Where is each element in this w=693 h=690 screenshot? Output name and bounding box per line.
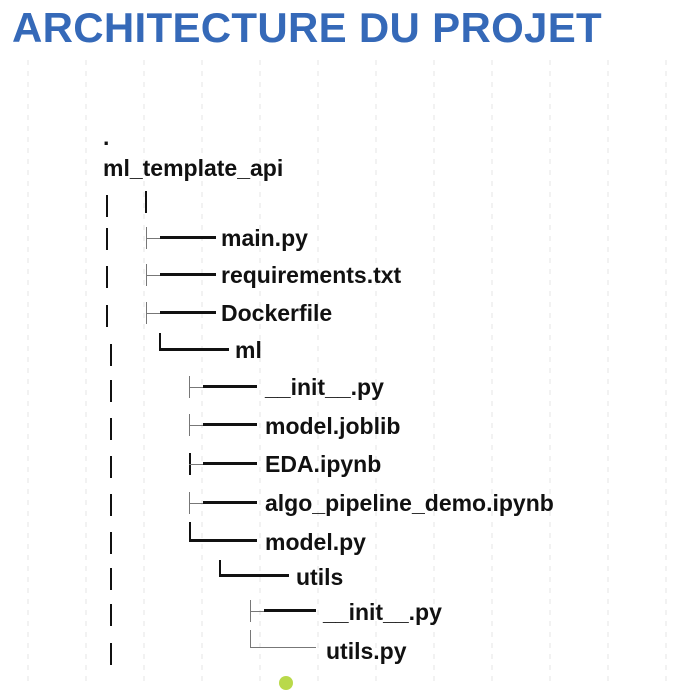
tree-pipe: [110, 494, 112, 516]
tree-branch-stub: [189, 464, 203, 465]
page-title: ARCHITECTURE DU PROJET: [12, 4, 602, 51]
tree-pipe: [106, 228, 108, 250]
tree-file-utils-init: __init__.py: [323, 599, 442, 625]
tree-branch-stub: [250, 611, 264, 612]
tree-branch-connector: [203, 501, 257, 504]
tree-branch-connector: [250, 647, 316, 648]
tree-root-folder: ml_template_api: [103, 155, 284, 181]
tree-branch-connector: [159, 348, 229, 351]
tree-file-requirements: requirements.txt: [221, 262, 402, 288]
tree-branch-connector: [160, 311, 216, 314]
tree-pipe: [110, 532, 112, 554]
tree-pipe: [106, 305, 108, 327]
tree-branch-connector: [264, 609, 316, 612]
tree-pipe: [110, 604, 112, 626]
tree-pipe: [145, 191, 147, 213]
tree-branch-stub: [189, 503, 203, 504]
tree-branch-connector: [160, 273, 216, 276]
tree-branch-vertical: [189, 522, 191, 541]
tree-folder-utils: utils: [296, 564, 344, 590]
tree-pipe: [110, 568, 112, 590]
tree-file-model-joblib: model.joblib: [265, 413, 401, 439]
tree-branch-stub: [146, 313, 160, 314]
tree-file-eda: EDA.ipynb: [265, 451, 382, 477]
tree-branch-stub: [189, 387, 203, 388]
tree-branch-vertical: [250, 630, 251, 648]
tree-branch-connector: [160, 236, 216, 239]
tree-file-dockerfile: Dockerfile: [221, 300, 333, 326]
tree-file-model-py: model.py: [265, 529, 366, 555]
tree-pipe: [110, 643, 112, 665]
tree-branch-stub: [146, 238, 160, 239]
tree-branch-vertical: [159, 333, 161, 350]
tree-branch-connector: [189, 539, 257, 542]
tree-branch-stub: [189, 425, 203, 426]
tree-branch-connector: [203, 423, 257, 426]
tree-branch-stub: [146, 275, 160, 276]
tree-pipe: [106, 266, 108, 288]
tree-pipe: [110, 380, 112, 402]
tree-folder-ml: ml: [235, 337, 262, 363]
tree-branch-vertical: [219, 560, 221, 577]
tree-pipe: [106, 195, 108, 217]
accent-dot: [279, 676, 293, 690]
tree-branch-connector: [203, 385, 257, 388]
tree-pipe: [110, 344, 112, 366]
tree-file-algo-pipeline: algo_pipeline_demo.ipynb: [265, 490, 554, 516]
tree-pipe: [110, 418, 112, 440]
tree-file-ml-init: __init__.py: [265, 374, 384, 400]
tree-root-dot: .: [103, 124, 110, 150]
tree-pipe: [110, 456, 112, 478]
tree-branch-connector: [219, 574, 289, 577]
tree-file-utils-py: utils.py: [326, 638, 407, 664]
tree-file-main: main.py: [221, 225, 308, 251]
tree-branch-connector: [203, 462, 257, 465]
